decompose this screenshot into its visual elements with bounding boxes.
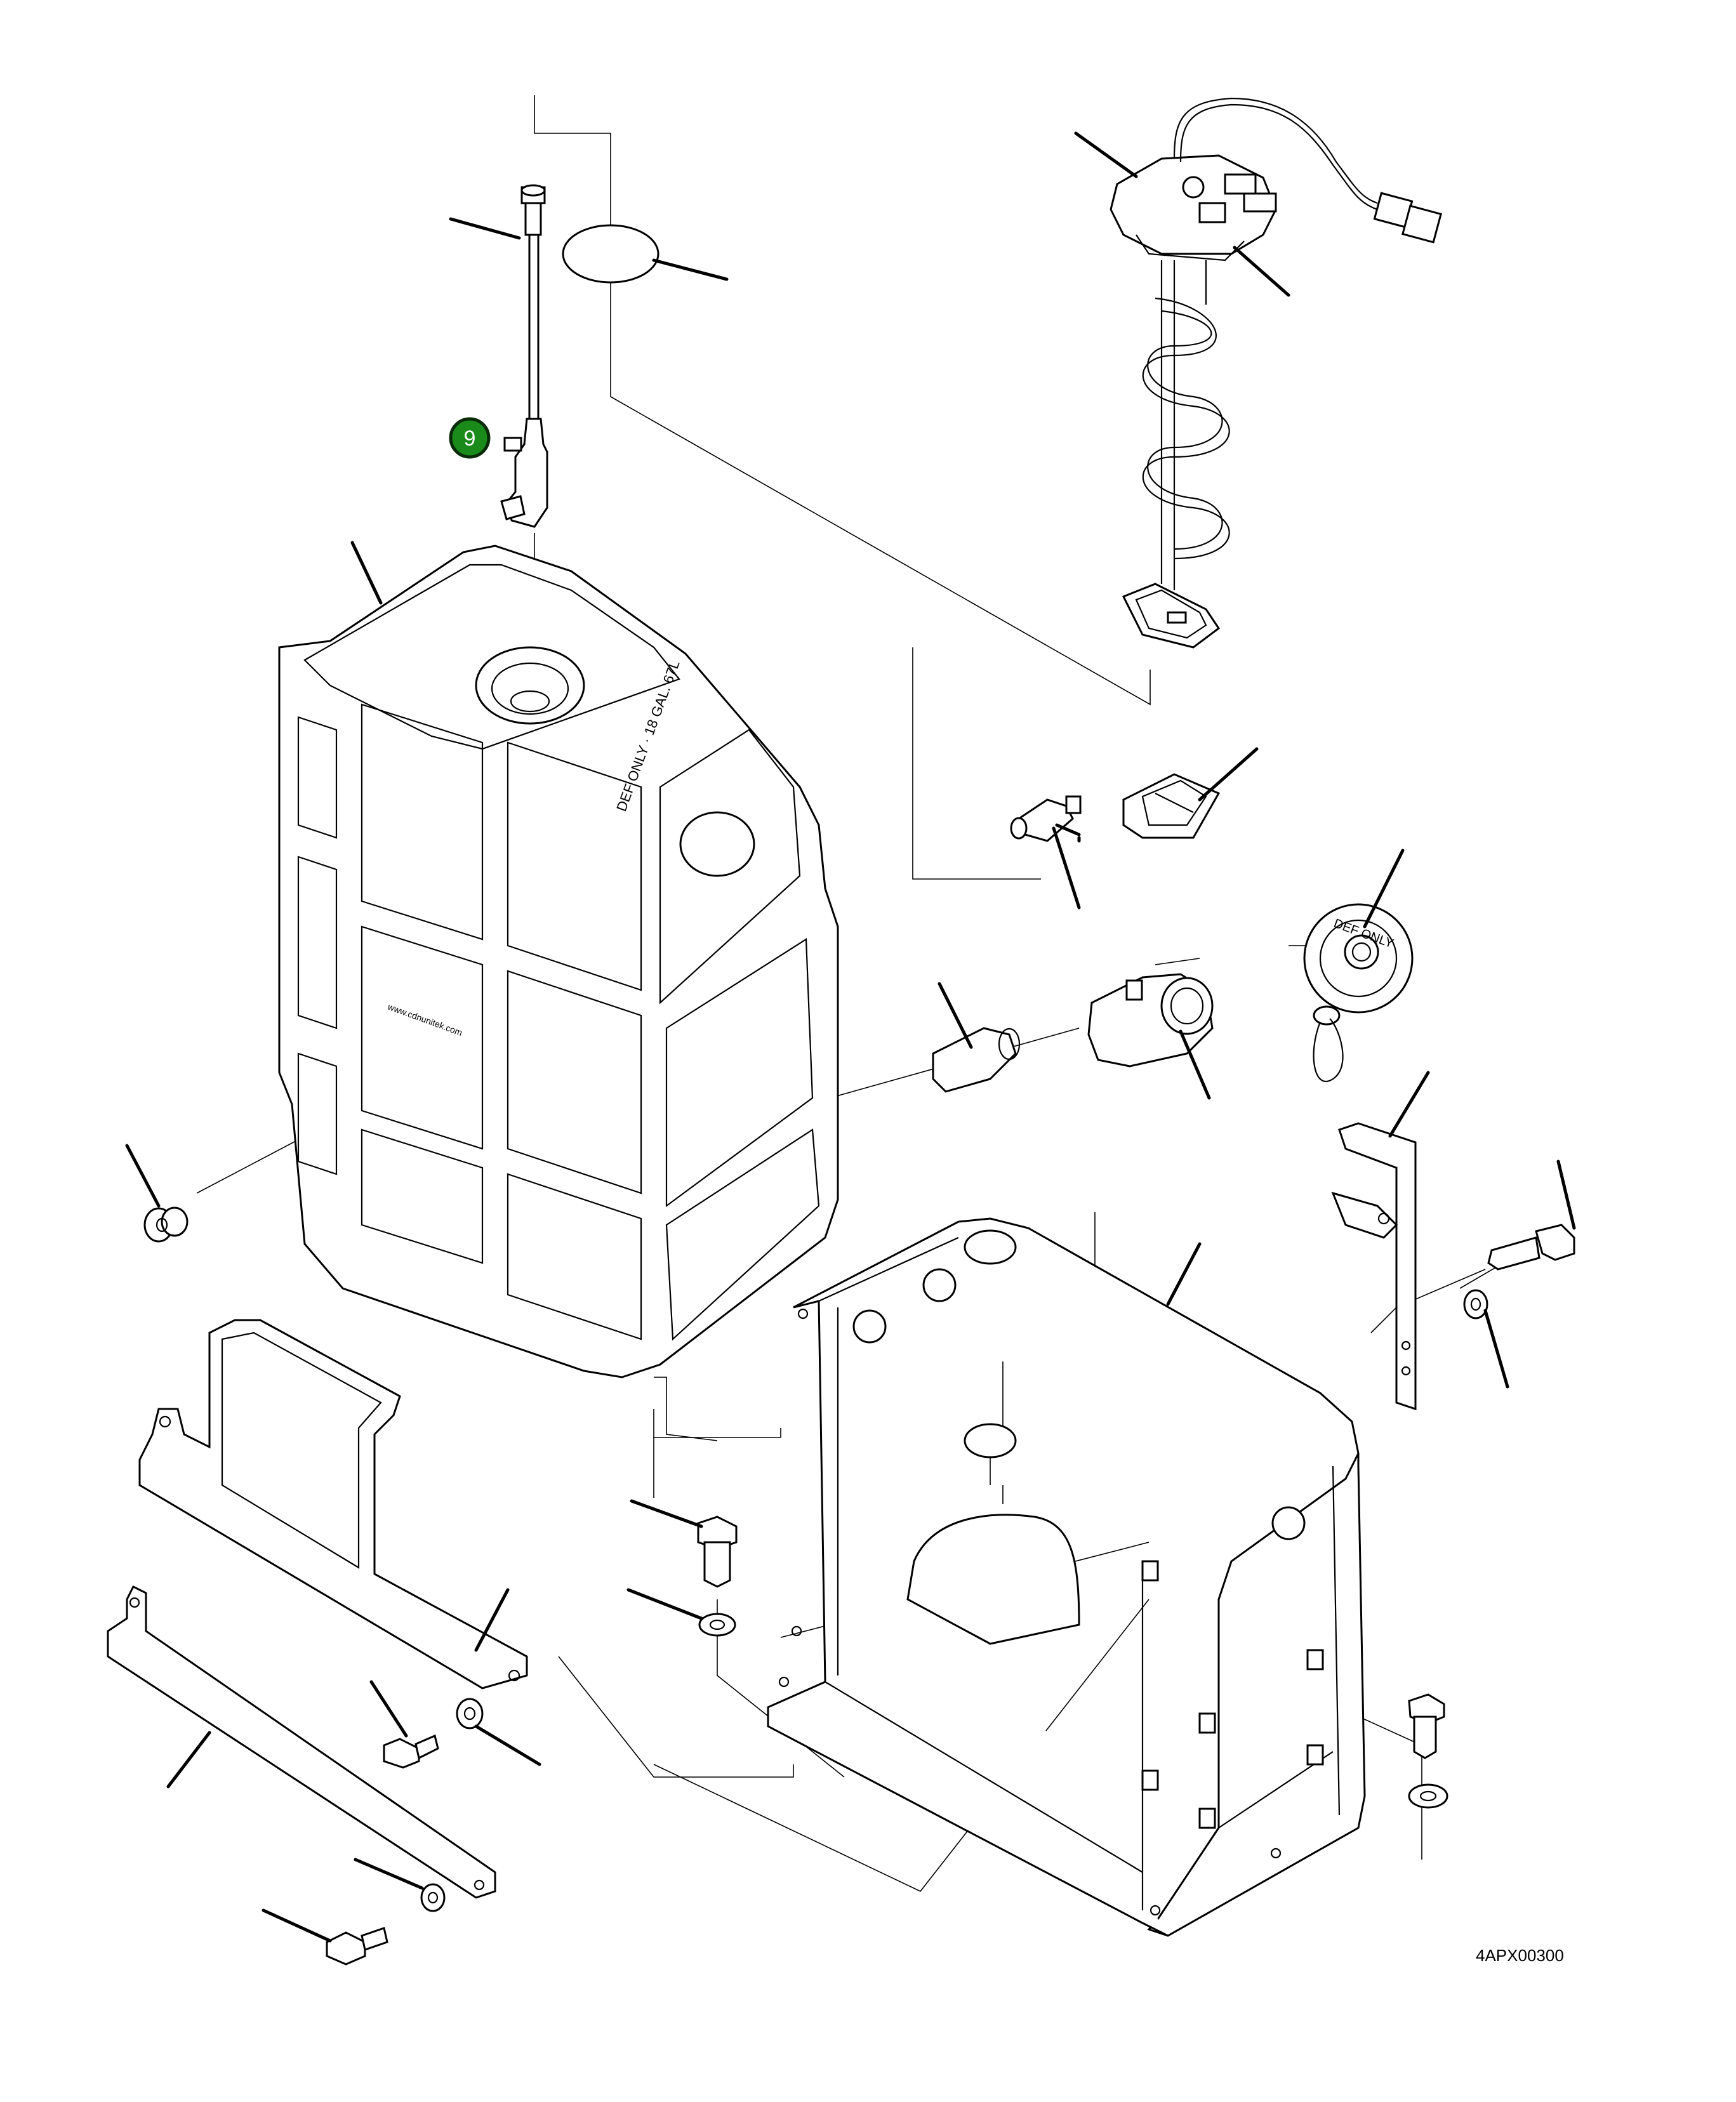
callout-9[interactable]: 9 [449,417,491,459]
leader-lines [125,131,1576,1943]
callout-circle[interactable] [449,417,491,459]
frame-bolt [383,1734,439,1769]
tray-washer [1408,1783,1448,1809]
top-gasket [562,224,659,284]
sender-dip-tube [500,184,548,528]
callout-number: 9 [464,426,476,451]
fill-neck-adapter [932,1027,1021,1093]
suction-filter [1122,773,1221,839]
filler-cap: DEF ONLY [1303,903,1414,1082]
strap-bolt [326,1927,388,1966]
tray-bolt [1408,1693,1445,1759]
strap-washer [420,1883,446,1912]
right-bolt [1487,1224,1575,1271]
drain-plug [143,1206,189,1243]
hold-down-frame [138,1319,528,1689]
center-washer [698,1613,736,1637]
hold-down-strap [107,1585,496,1899]
temp-sensor [1010,795,1082,842]
right-washer [1463,1289,1488,1319]
def-tank: DEF ONLY · 18 GAL. 67L www.cdnunitek.com [278,545,839,1378]
center-bolt [697,1516,738,1588]
frame-washer [456,1698,484,1729]
pump-head-assembly [1110,97,1442,649]
mounting-tray [767,1217,1366,1937]
hose-bracket [1331,1122,1417,1411]
fill-insert [1087,973,1214,1068]
figure-id: 4APX00300 [1476,1946,1564,1965]
